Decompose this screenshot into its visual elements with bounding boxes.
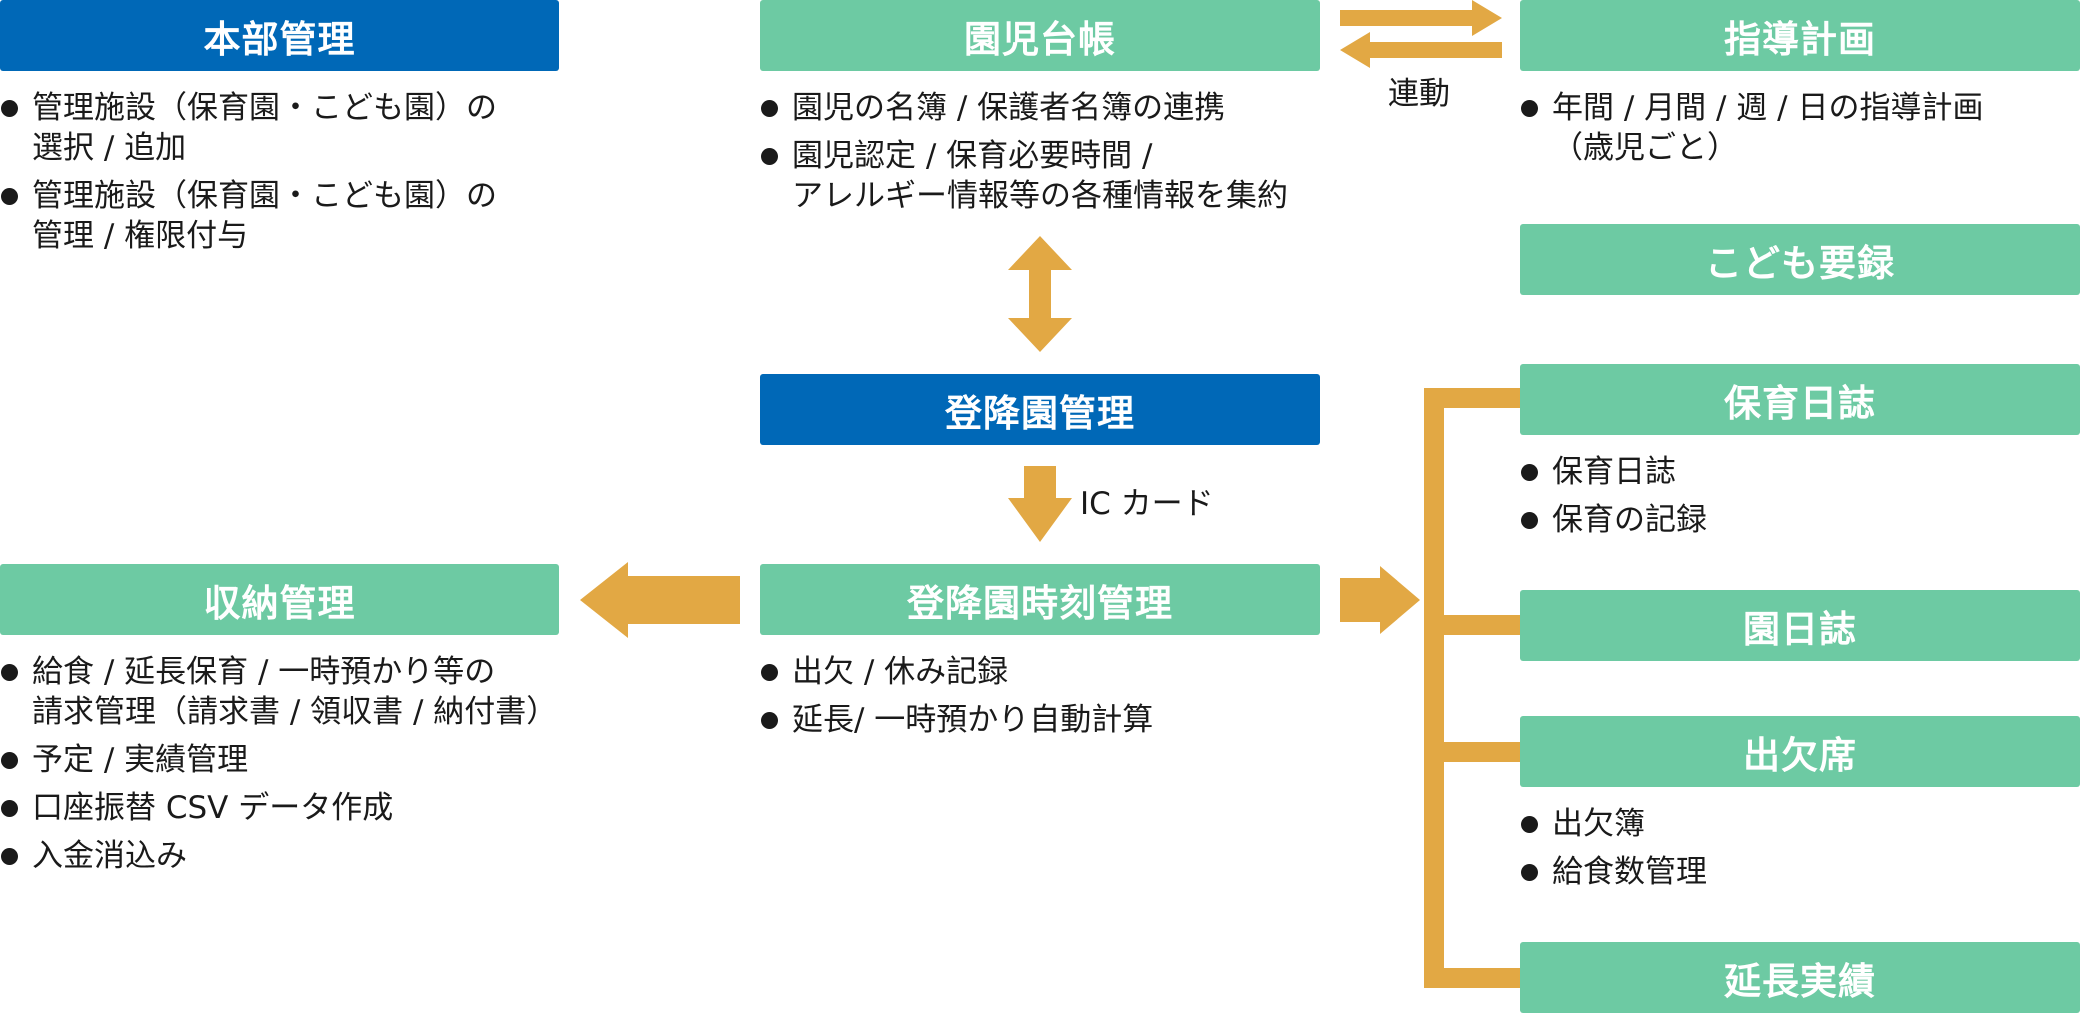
- list-item: 年間 / 月間 / 週 / 日の指導計画（歳児ごと）: [1520, 88, 1983, 168]
- attendance-management-box: 登降園管理: [760, 374, 1320, 445]
- billing-box: 収納管理: [0, 564, 559, 635]
- child-ledger-box: 園児台帳: [760, 0, 1320, 71]
- guidance-plan-list: 年間 / 月間 / 週 / 日の指導計画（歳児ごと）: [1520, 88, 1983, 176]
- list-item: 管理施設（保育園・こども園）の選択 / 追加: [0, 88, 497, 168]
- tree-branch-overtime: [1424, 968, 1520, 988]
- tree-branch-roll-call: [1424, 742, 1520, 762]
- arrow-to-guidance: [1340, 0, 1502, 36]
- list-item: 口座振替 CSV データ作成: [0, 788, 557, 828]
- billing-list: 給食 / 延長保育 / 一時預かり等の請求管理（請求書 / 領収書 / 納付書）…: [0, 652, 557, 884]
- roll-call-list: 出欠簿 給食数管理: [1520, 804, 1707, 900]
- daily-log-list: 保育日誌 保育の記録: [1520, 452, 1707, 548]
- list-item: 入金消込み: [0, 836, 557, 876]
- ic-card-label: IC カード: [1080, 486, 1214, 522]
- school-log-box: 園日誌: [1520, 590, 2080, 661]
- list-item: 保育の記録: [1520, 500, 1707, 540]
- hq-management-list: 管理施設（保育園・こども園）の選択 / 追加 管理施設（保育園・こども園）の管理…: [0, 88, 497, 264]
- tree-trunk: [1424, 388, 1444, 988]
- list-item: 出欠 / 休み記録: [760, 652, 1153, 692]
- arrow-to-tree: [1340, 566, 1420, 634]
- list-item: 園児の名簿 / 保護者名簿の連携: [760, 88, 1288, 128]
- list-item: 給食数管理: [1520, 852, 1707, 892]
- tree-branch-daily-log: [1424, 388, 1520, 408]
- daily-log-box: 保育日誌: [1520, 364, 2080, 435]
- list-item: 保育日誌: [1520, 452, 1707, 492]
- list-item: 出欠簿: [1520, 804, 1707, 844]
- guidance-plan-box: 指導計画: [1520, 0, 2080, 71]
- list-item: 給食 / 延長保育 / 一時預かり等の請求管理（請求書 / 領収書 / 納付書）: [0, 652, 557, 732]
- child-ledger-list: 園児の名簿 / 保護者名簿の連携 園児認定 / 保育必要時間 /アレルギー情報等…: [760, 88, 1288, 224]
- arrow-to-billing: [580, 562, 740, 638]
- attendance-time-box: 登降園時刻管理: [760, 564, 1320, 635]
- list-item: 予定 / 実績管理: [0, 740, 557, 780]
- double-arrow-vertical: [1008, 236, 1072, 352]
- arrow-down-ic-card: [1008, 466, 1072, 542]
- list-item: 延長/ 一時預かり自動計算: [760, 700, 1153, 740]
- link-label: 連動: [1388, 76, 1450, 112]
- roll-call-box: 出欠席: [1520, 716, 2080, 787]
- tree-branch-school-log: [1424, 615, 1520, 635]
- arrow-to-ledger: [1340, 32, 1502, 68]
- list-item: 園児認定 / 保育必要時間 /アレルギー情報等の各種情報を集約: [760, 136, 1288, 216]
- child-record-box: こども要録: [1520, 224, 2080, 295]
- attendance-time-list: 出欠 / 休み記録 延長/ 一時預かり自動計算: [760, 652, 1153, 748]
- hq-management-box: 本部管理: [0, 0, 559, 71]
- overtime-record-box: 延長実績: [1520, 942, 2080, 1013]
- list-item: 管理施設（保育園・こども園）の管理 / 権限付与: [0, 176, 497, 256]
